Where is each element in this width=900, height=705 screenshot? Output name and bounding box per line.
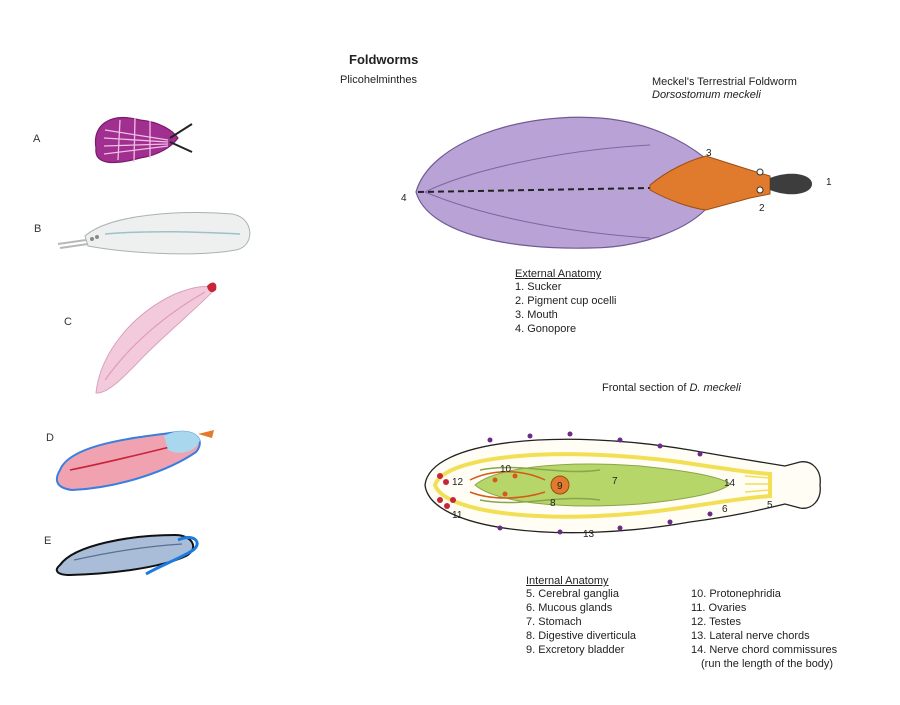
side-label-b: B [34,223,42,235]
specimen-d-drawing [55,430,214,492]
specimen-e-drawing [55,533,199,577]
int-marker-14: 14 [724,478,736,489]
side-label-d: D [46,432,54,444]
internal-item: 6. Mucous glands [526,602,613,614]
side-label-a: A [33,133,41,145]
int-marker-11: 11 [452,510,463,521]
species-scientific-name: Dorsostomum meckeli [652,89,761,101]
internal-item: 8. Digestive diverticula [526,630,637,642]
internal-item: 7. Stomach [526,616,582,628]
external-legend: External Anatomy 1. Sucker 2. Pigment cu… [515,268,617,336]
internal-item-note: (run the length of the body) [701,658,834,670]
internal-legend-left: Internal Anatomy 5. Cerebral ganglia 6. … [526,575,636,657]
internal-item: 10. Protonephridia [691,588,781,600]
int-marker-8: 8 [550,498,556,509]
int-marker-5: 5 [767,500,773,511]
page-subtitle: Plicohelminthes [340,74,418,86]
ext-marker-2: 2 [759,203,765,214]
internal-section-drawing [424,431,821,535]
specimen-b-drawing [57,212,251,255]
int-marker-9: 9 [557,481,563,492]
int-marker-6: 6 [722,504,728,515]
side-label-c: C [64,316,72,328]
internal-legend-heading: Internal Anatomy [526,575,609,587]
ext-marker-3: 3 [706,148,712,159]
side-label-e: E [44,535,52,547]
external-anatomy-drawing [415,116,812,249]
internal-item: 5. Cerebral ganglia [526,588,619,600]
species-common-name: Meckel's Terrestrial Foldworm [652,76,797,88]
internal-item: 14. Nerve chord commissures [691,644,838,656]
external-item: 2. Pigment cup ocelli [515,295,617,307]
ext-marker-4: 4 [401,193,407,204]
internal-item: 12. Testes [691,616,741,628]
external-legend-heading: External Anatomy [515,268,602,280]
internal-item: 9. Excretory bladder [526,644,625,656]
internal-item: 11. Ovaries [691,602,747,614]
section-caption: Frontal section of D. meckeli [602,382,741,394]
int-marker-10: 10 [500,464,512,475]
section-caption-text: Frontal section of [602,382,690,394]
specimen-a-drawing [94,117,193,164]
ext-marker-1: 1 [826,177,832,188]
page-title: Foldworms [349,52,419,67]
int-marker-12: 12 [452,477,464,488]
int-marker-13: 13 [583,529,595,540]
internal-legend-right: 10. Protonephridia 11. Ovaries 12. Teste… [691,587,837,671]
internal-item: 13. Lateral nerve chords [691,630,810,642]
external-item: 3. Mouth [515,309,558,321]
external-item: 1. Sucker [515,281,562,293]
external-item: 4. Gonopore [515,323,577,335]
section-caption-species: D. meckeli [689,382,741,394]
int-marker-7: 7 [612,476,618,487]
specimen-c-drawing [95,282,217,394]
